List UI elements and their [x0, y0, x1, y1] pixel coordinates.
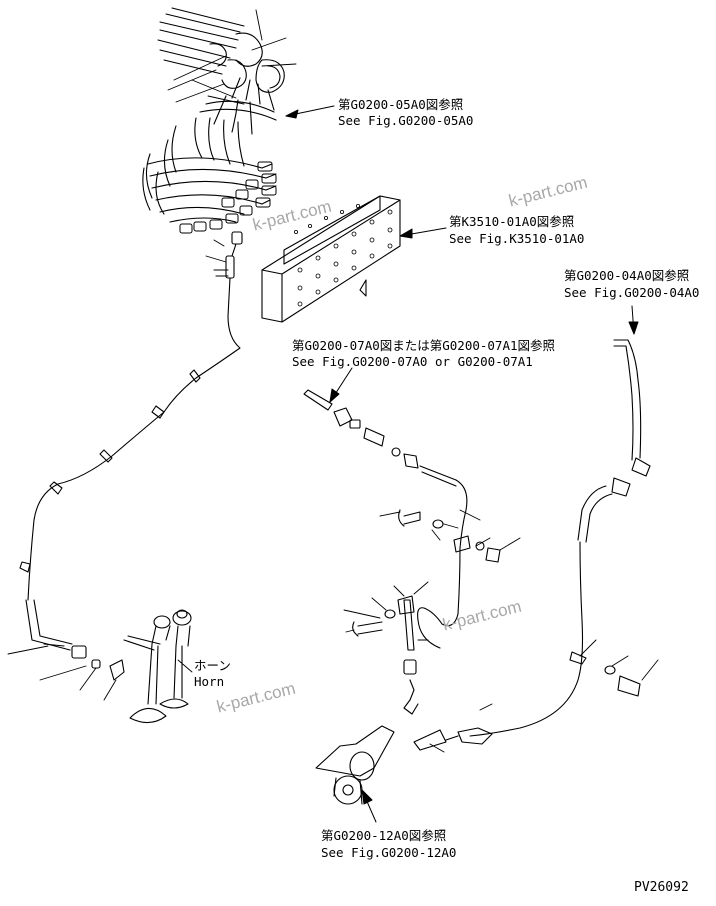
horn-label-jp: ホーン: [194, 658, 231, 673]
connector-block: [262, 196, 400, 322]
ref-label-g0200-04a0-en: See Fig.G0200-04A0: [564, 285, 700, 300]
hose-fittings: [180, 162, 276, 233]
ref-label-g0200-07a0-jp: 第G0200-07A0図または第G0200-07A1図参照: [292, 338, 556, 353]
reference-arrows: [286, 106, 638, 822]
horn-connectors: [72, 646, 124, 680]
horn: [124, 610, 191, 723]
ref-label-g0200-05a0-jp: 第G0200-05A0図参照: [338, 97, 464, 112]
harness-clips: [20, 370, 200, 646]
ref-label-g0200-04a0-jp: 第G0200-04A0図参照: [564, 268, 690, 283]
ref-label-g0200-07a0-en: See Fig.G0200-07A0 or G0200-07A1: [292, 354, 533, 369]
ref-label-g0200-12a0-jp: 第G0200-12A0図参照: [321, 828, 447, 843]
fitting-chain-center: [304, 390, 467, 648]
sensor-lower: [353, 596, 418, 714]
connector-fitting: [214, 232, 242, 278]
ref-label-g0200-05a0-en: See Fig.G0200-05A0: [338, 113, 474, 128]
mounting-bracket: [316, 726, 446, 804]
horn-label-en: Horn: [194, 674, 225, 689]
ref-label-g0200-12a0-en: See Fig.G0200-12A0: [321, 845, 457, 860]
harness-wire-left: [26, 278, 240, 650]
hose-bundle-top: [143, 8, 284, 222]
hose-right: [446, 340, 650, 744]
ref-label-k3510-01a0-en: See Fig.K3510-01A0: [449, 231, 585, 246]
bolts-center: [399, 510, 500, 562]
block-holes: [294, 204, 392, 306]
horn-leader: [178, 660, 192, 672]
ref-label-k3510-01a0-jp: 第K3510-01A0図参照: [449, 214, 575, 229]
bolts-right: [570, 652, 640, 696]
drawing-number: PV26092: [634, 880, 689, 895]
leader-lines: [8, 80, 658, 752]
leader-lines-top: [168, 10, 296, 102]
